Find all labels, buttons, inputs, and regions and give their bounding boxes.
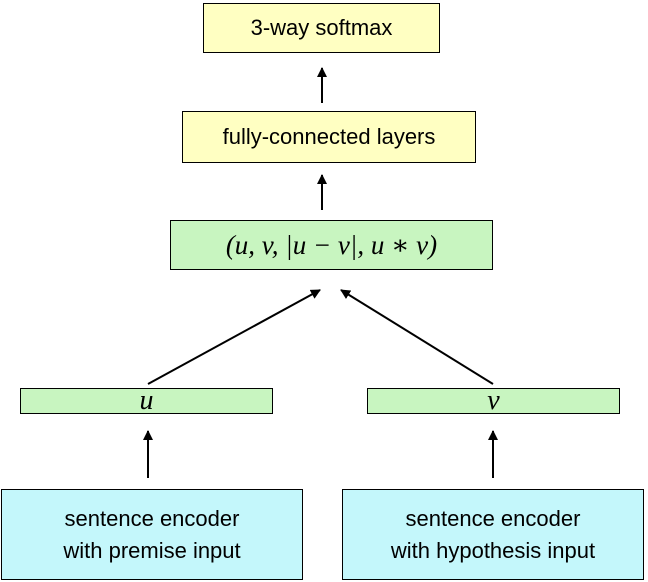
hypothesis-encoder-line2: with hypothesis input xyxy=(390,537,596,563)
fully-connected-label: fully-connected layers xyxy=(222,124,436,149)
concat-features-box: (u, v, |u − v|, u ∗ v) xyxy=(170,220,493,270)
arrow-v-to-concat xyxy=(340,289,494,385)
v-vector-label: v xyxy=(487,385,500,416)
u-vector-box: u xyxy=(20,385,273,416)
v-vector-box: v xyxy=(367,385,620,416)
softmax-label: 3-way softmax xyxy=(250,15,393,40)
premise-encoder-line1: sentence encoder xyxy=(64,505,240,531)
hypothesis-encoder-box: sentence encoder with hypothesis input xyxy=(342,489,644,580)
u-vector-label: u xyxy=(139,385,154,416)
premise-encoder-box: sentence encoder with premise input xyxy=(1,489,303,580)
premise-encoder-line2: with premise input xyxy=(63,537,241,563)
arrow-u-to-concat xyxy=(147,289,321,385)
concat-features-label: (u, v, |u − v|, u ∗ v) xyxy=(225,229,438,260)
softmax-box: 3-way softmax xyxy=(203,3,440,53)
hypothesis-encoder-line1: sentence encoder xyxy=(405,505,581,531)
fully-connected-box: fully-connected layers xyxy=(182,111,476,163)
